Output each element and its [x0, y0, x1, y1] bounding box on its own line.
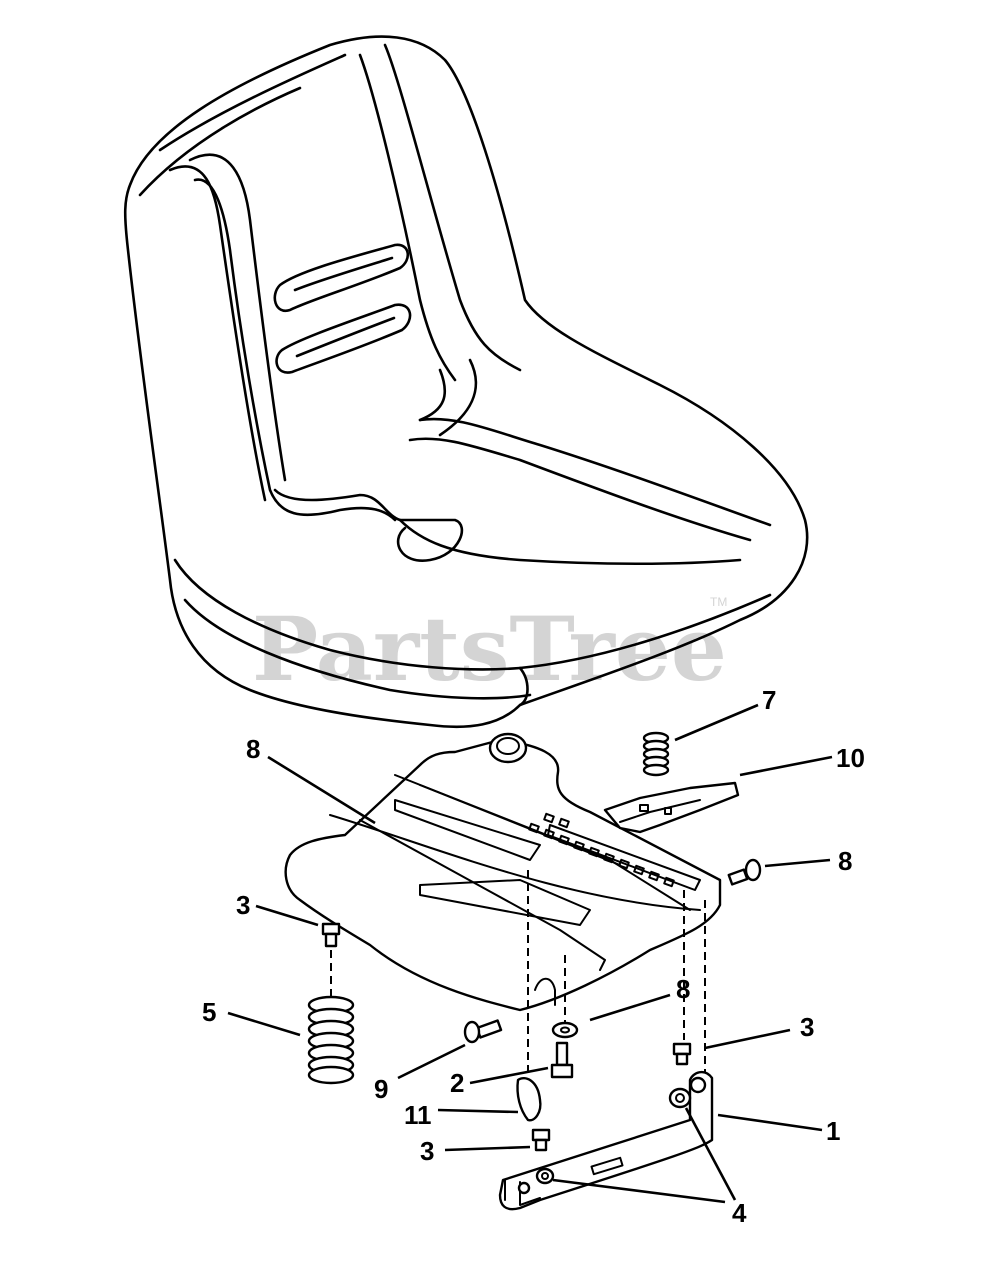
- leader-8-left: [397, 1043, 466, 1080]
- leader-3-upper: [255, 904, 319, 927]
- callout-5: 5: [202, 997, 216, 1027]
- leader-7: [589, 993, 671, 1022]
- pan-adjust-holes: [528, 812, 675, 888]
- callout-8-left: 9: [374, 1074, 388, 1104]
- callout-7: 8: [676, 974, 690, 1004]
- callout-11: 11: [404, 1100, 432, 1130]
- hex-bolt-right: [672, 1042, 692, 1066]
- callout-3-right: 3: [800, 1012, 814, 1042]
- watermark-trademark: TM: [710, 595, 727, 609]
- leader-4a: [684, 1107, 737, 1201]
- callout-1: 1: [826, 1116, 840, 1146]
- bracket-nut-upper: [668, 1087, 692, 1109]
- leader-8-right: [764, 858, 831, 868]
- callout-3-lower: 3: [420, 1136, 434, 1166]
- leader-11: [437, 1108, 519, 1114]
- callout-6: 7: [762, 685, 776, 715]
- shoulder-screw-right: [727, 858, 762, 886]
- leader-3-lower: [444, 1145, 531, 1152]
- leader-1: [717, 1113, 823, 1132]
- callout-10: 10: [836, 743, 865, 773]
- seat: [123, 35, 809, 729]
- leader-5: [227, 1011, 301, 1037]
- hex-bolt-lower: [531, 1128, 551, 1152]
- leader-6: [674, 703, 759, 742]
- shoulder-bolt: [550, 1041, 574, 1079]
- callout-labels: 8 7 10 8 3 5 8 3 9 2 11 1 3 4: [202, 685, 865, 1228]
- small-spring: [642, 731, 670, 777]
- hex-bolt-upper-left: [321, 922, 341, 948]
- large-spring: [307, 995, 355, 1085]
- leader-lines: [227, 703, 833, 1204]
- slide-clip: [603, 781, 740, 834]
- shoulder-screw-left: [463, 1019, 503, 1044]
- leader-4b: [552, 1178, 726, 1204]
- bracket-nut-lower: [535, 1167, 555, 1185]
- leader-9: [267, 755, 376, 825]
- leader-2: [469, 1066, 549, 1085]
- callout-3-upper: 3: [236, 890, 250, 920]
- callout-4: 4: [732, 1198, 747, 1228]
- callout-9: 8: [246, 734, 260, 764]
- callout-2: 2: [450, 1068, 464, 1098]
- leader-3-right: [704, 1028, 791, 1050]
- washer: [551, 1021, 579, 1039]
- hairpin-clip: [516, 1077, 542, 1122]
- seat-pan: [284, 732, 722, 1012]
- callout-8-right: 8: [838, 846, 852, 876]
- leader-10: [739, 755, 833, 777]
